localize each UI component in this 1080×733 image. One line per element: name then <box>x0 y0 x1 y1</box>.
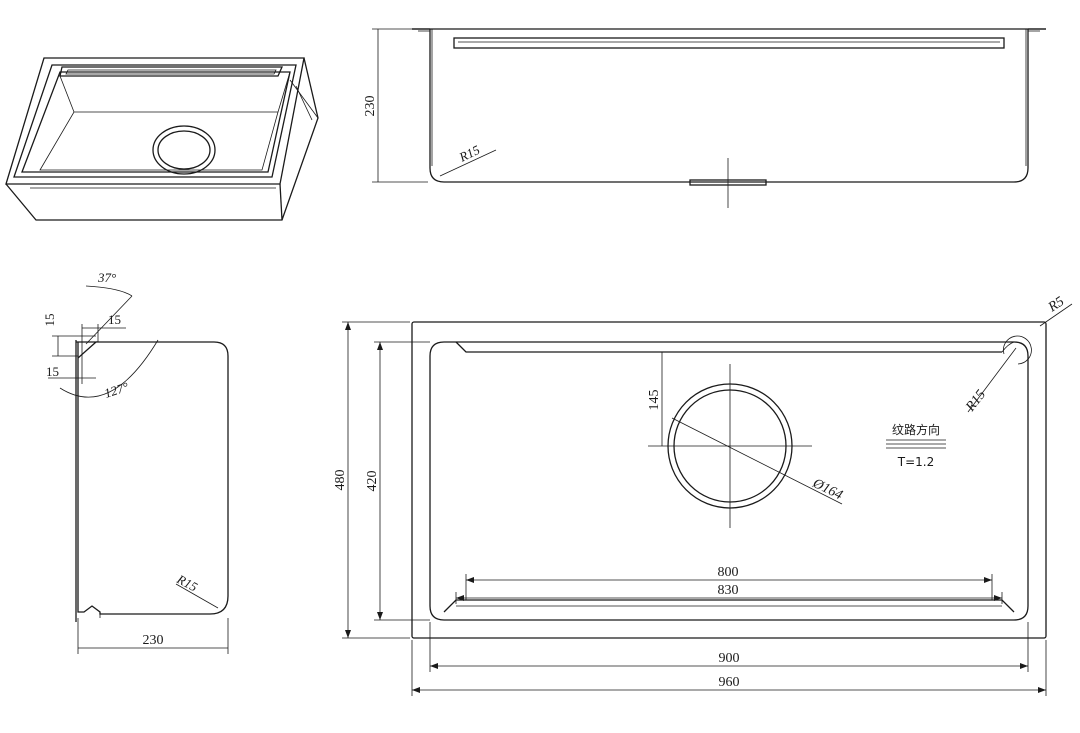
angle-37-label: 37° <box>97 270 116 285</box>
side-width-label: 230 <box>143 633 164 648</box>
drain-offset-label: 145 <box>647 390 662 411</box>
side-radius-label: R15 <box>174 571 201 595</box>
thickness-label: T=1.2 <box>897 455 934 469</box>
ledge-outer-length-label: 830 <box>718 583 739 598</box>
front-radius-label: R15 <box>456 142 483 165</box>
top-view: Ø164 145 R15 R5 纹路方向 T=1.2 800 830 <box>333 294 1073 696</box>
outer-width-label: 960 <box>719 675 740 690</box>
dim-15-top: 15 <box>108 312 121 327</box>
angle-127-label: 127° <box>102 379 130 401</box>
inner-depth-label: 420 <box>365 471 380 492</box>
top-radius-inner-label: R15 <box>963 387 989 415</box>
isometric-view <box>5 57 319 221</box>
side-section-view: 37° 127° 15 15 15 R15 230 <box>42 270 229 654</box>
grain-direction-label: 纹路方向 <box>892 422 940 437</box>
dim-15-vertical: 15 <box>42 314 57 327</box>
ledge-inner-length-label: 800 <box>718 565 739 580</box>
top-radius-outer-label: R5 <box>1045 294 1067 316</box>
drain-diameter-label: Ø164 <box>809 476 844 504</box>
outer-depth-label: 480 <box>333 470 348 491</box>
front-view: 230 R15 <box>363 28 1046 208</box>
dim-15-left: 15 <box>46 364 59 379</box>
inner-width-label: 900 <box>719 651 740 666</box>
front-height-label: 230 <box>363 96 378 117</box>
